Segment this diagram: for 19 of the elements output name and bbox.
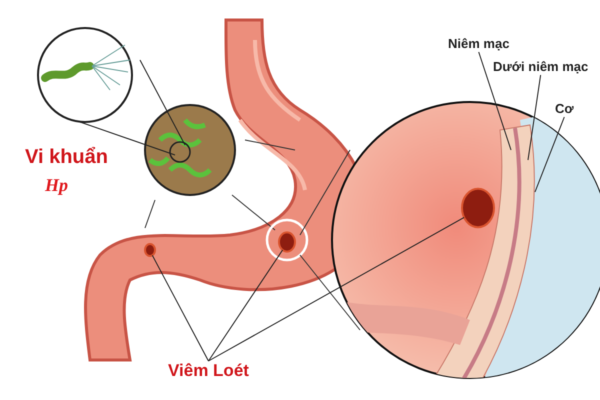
ulcer-label: Viêm Loét (168, 362, 249, 379)
leader-line (534, 116, 565, 192)
magnifier-line (80, 122, 176, 156)
ulcer-sore (278, 231, 296, 253)
leader-line (208, 250, 284, 362)
layer-label: Niêm mạc (448, 37, 510, 50)
layer-label: Dưới niêm mạc (493, 60, 588, 73)
bacteria-name: Hp (45, 176, 68, 194)
leader-line (528, 74, 542, 160)
leader-line (208, 216, 465, 362)
bacteria-label: Vi khuẩn (25, 147, 108, 167)
magnifier-line (140, 60, 186, 146)
layer-label: Cơ (555, 102, 574, 115)
bacterium-inset-drawing (37, 27, 133, 123)
leader-line (152, 254, 209, 362)
ulcer-sore (144, 243, 156, 257)
ulcer-sore (461, 188, 495, 228)
bacteria-magnified-drawing (144, 104, 236, 196)
leader-line (478, 52, 512, 150)
